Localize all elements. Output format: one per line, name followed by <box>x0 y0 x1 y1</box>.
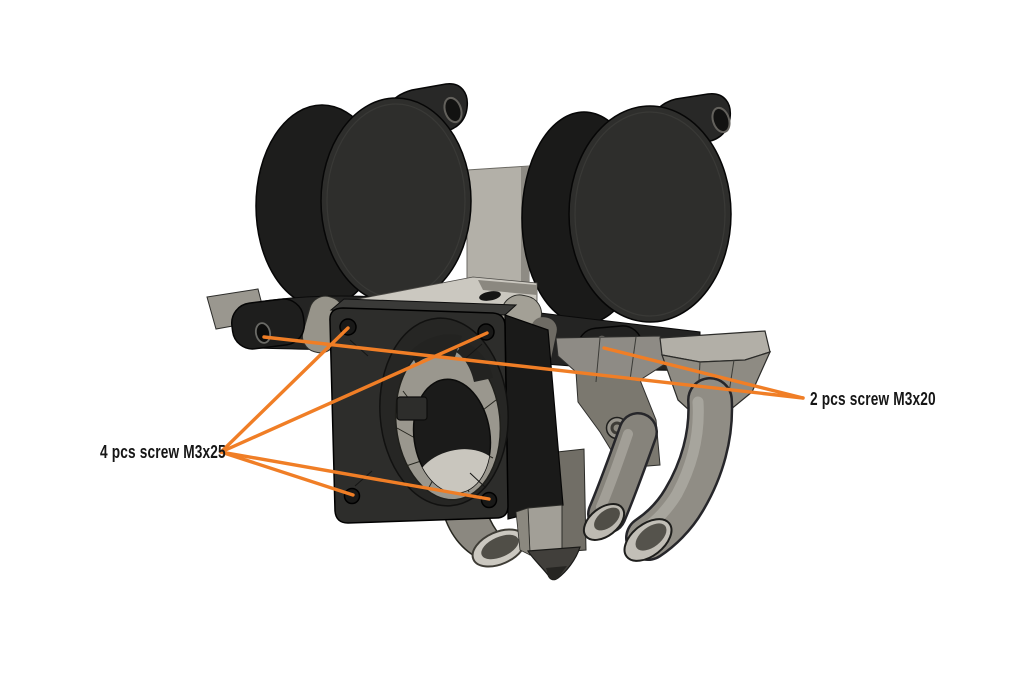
leader-m3x25-tr <box>219 331 489 454</box>
annotation-2pcs-screw-text: 2 pcs screw M3x20 <box>810 389 936 409</box>
left-outlet-tab <box>231 298 305 350</box>
annotation-4pcs-screw: 4 pcs screw M3x25 <box>100 441 226 464</box>
left-fan-mount-hole <box>443 96 463 124</box>
inner-duct-tip-hole <box>594 507 620 531</box>
carriage-slot <box>479 291 501 301</box>
funnel-facet <box>396 427 416 439</box>
nozzle-post-side <box>515 507 531 556</box>
right-fan-face-highlight <box>574 111 726 317</box>
outer-duct-tip-hole <box>635 523 667 551</box>
nozzle-tip <box>546 566 567 580</box>
part-cooling-ducts <box>582 330 772 562</box>
left-blower-fan <box>255 83 472 308</box>
duct-cable-notch <box>396 396 428 421</box>
heatsink-reflection <box>414 449 498 498</box>
heatsink-crescent <box>414 449 498 498</box>
leader-lines <box>219 326 805 501</box>
duct-corner-bevel <box>465 343 483 359</box>
leader-m3x25-tl <box>219 326 350 454</box>
right-blower-fan <box>521 93 732 325</box>
nozzle-post <box>527 504 563 556</box>
right-fan-face <box>568 105 732 323</box>
annotation-4pcs-screw-text: 4 pcs screw M3x25 <box>100 442 226 462</box>
leader-m3x25-br <box>219 450 491 501</box>
leader-m3x25-bl <box>219 450 355 497</box>
bracket-facet-line <box>629 336 637 381</box>
duct-outlet-mouth-hole <box>481 534 519 560</box>
carriage-top-shadow <box>478 280 537 295</box>
funnel-facet <box>405 460 422 467</box>
hotend-nozzle <box>515 504 581 581</box>
leader-m3x20-right <box>602 346 805 400</box>
right-fan-mount-hole <box>711 106 731 134</box>
leader-m3x20-left <box>262 335 805 400</box>
inner-duct-highlight <box>596 429 633 512</box>
funnel-facet <box>482 399 497 411</box>
duct-corner-bevel <box>469 472 487 489</box>
annotation-2pcs-screw: 2 pcs screw M3x20 <box>810 388 936 411</box>
left-fan-face <box>320 97 472 305</box>
